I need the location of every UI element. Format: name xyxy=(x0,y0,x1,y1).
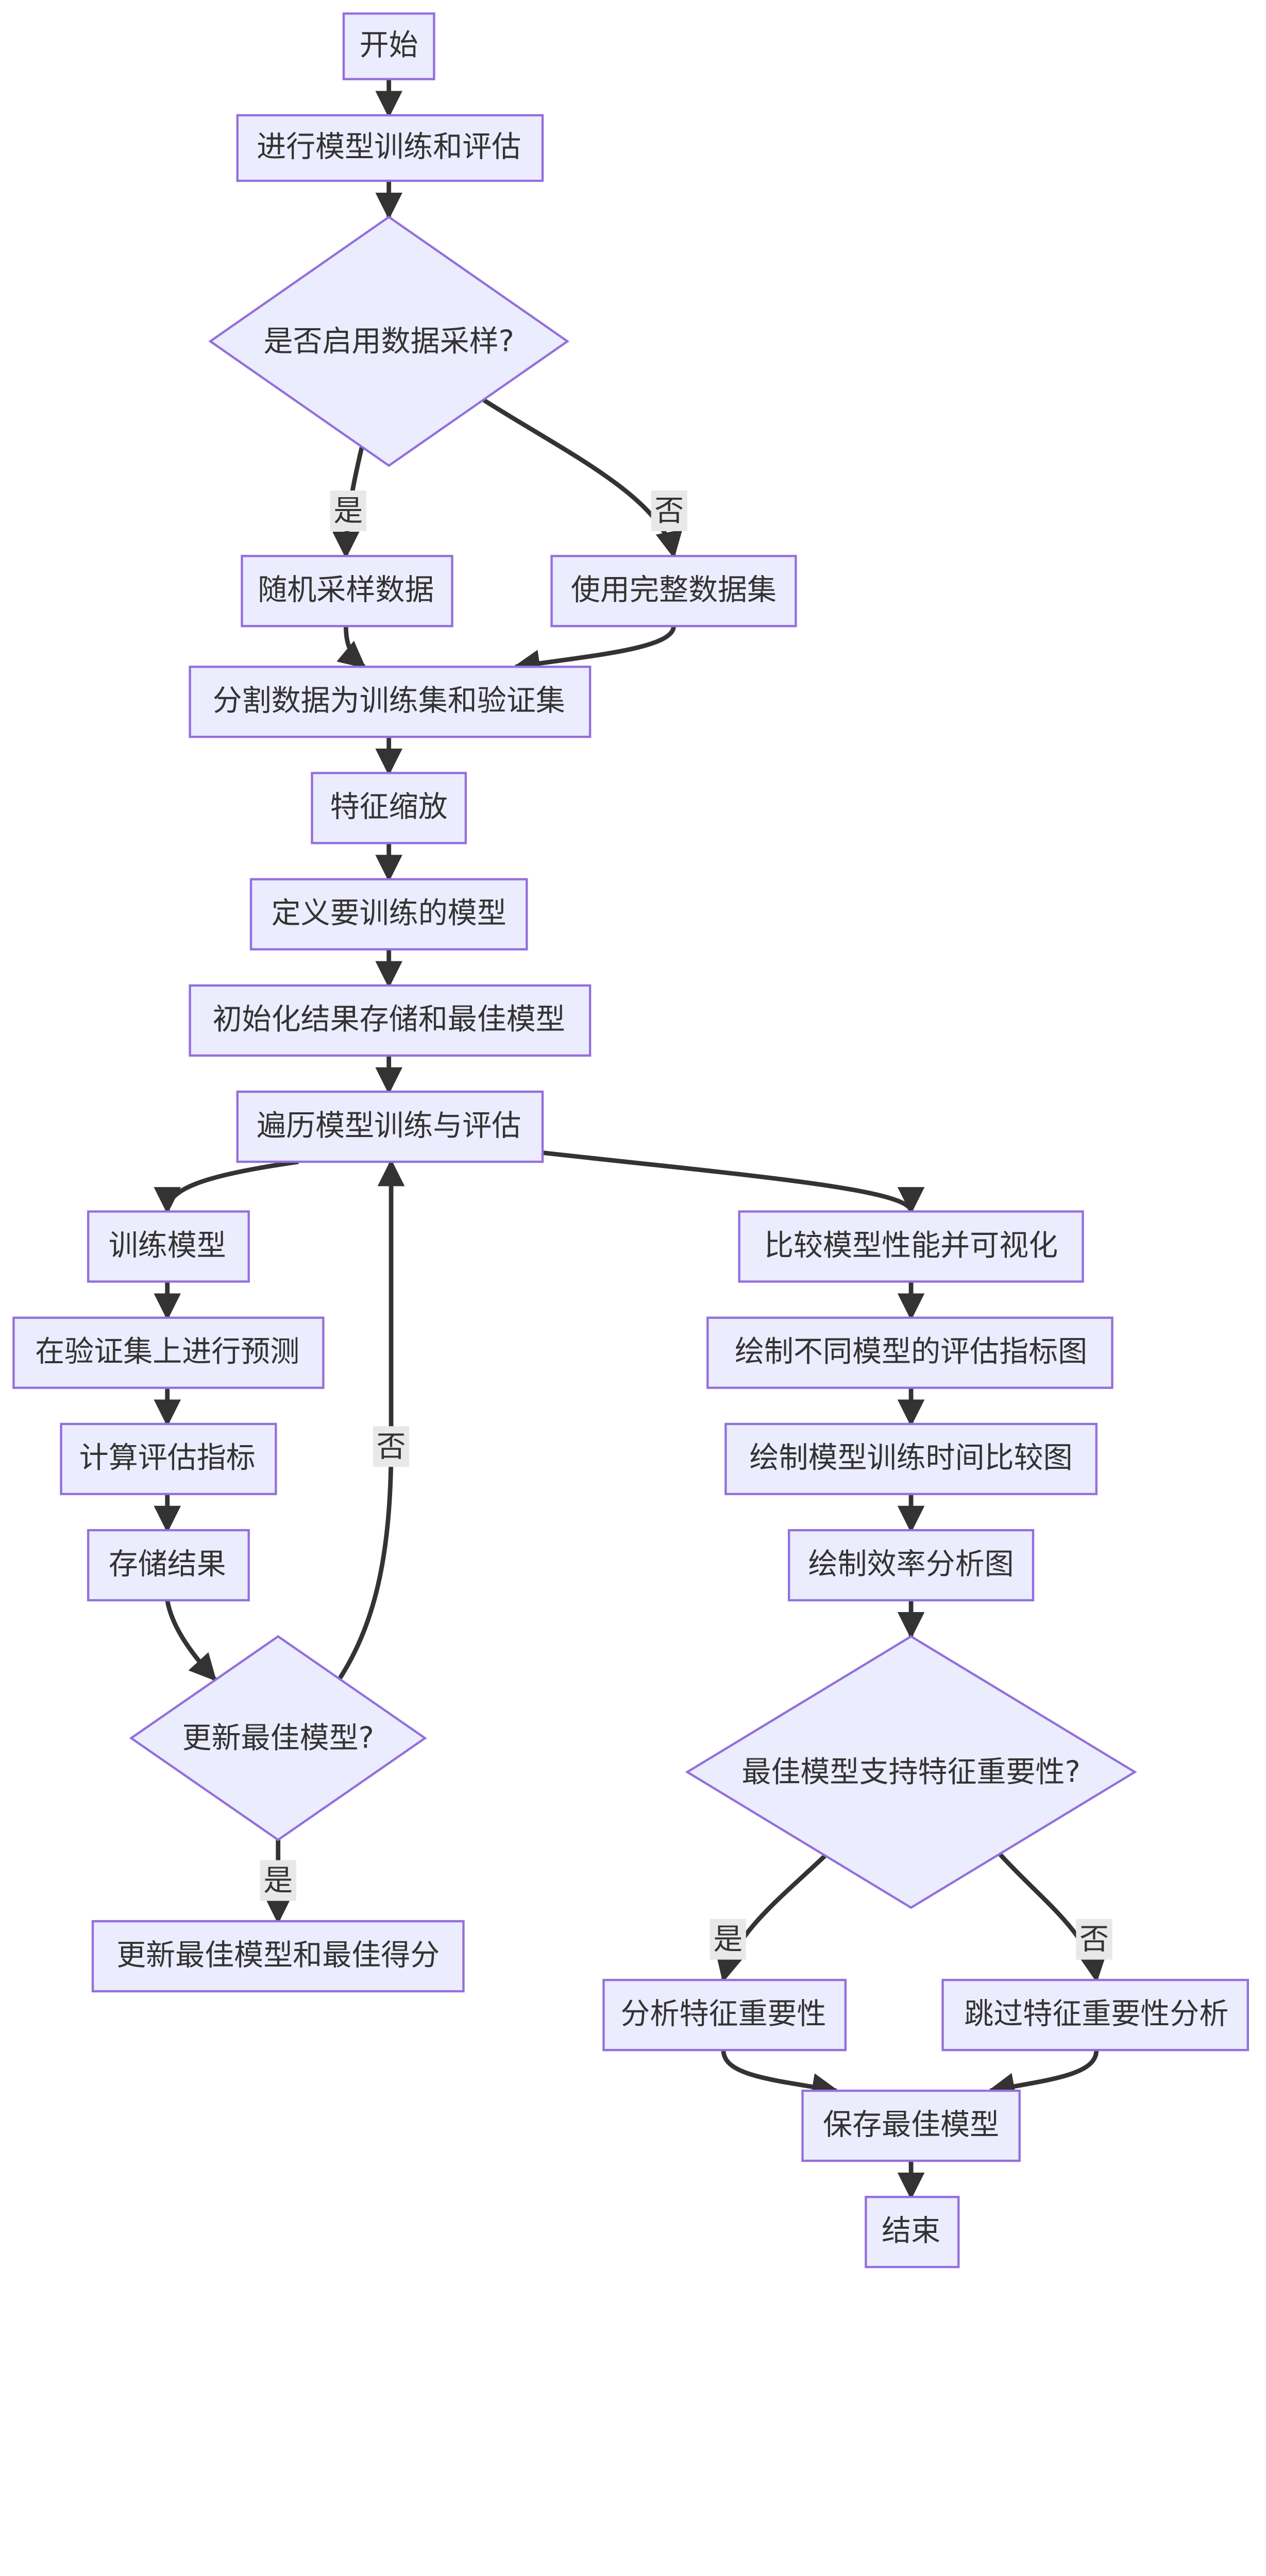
decision-sampling: 是否启用数据采样? xyxy=(208,215,570,467)
svg-text:分析特征重要性: 分析特征重要性 xyxy=(620,1997,826,2031)
node-update-best: 更新最佳模型和最佳得分 xyxy=(91,1920,465,1993)
node-train-model: 训练模型 xyxy=(87,1210,250,1283)
node-save: 保存最佳模型 xyxy=(801,2089,1021,2162)
svg-text:最佳模型支持特征重要性?: 最佳模型支持特征重要性? xyxy=(741,1755,1080,1789)
node-scaling: 特征缩放 xyxy=(311,772,467,844)
edge-sampling-no xyxy=(482,398,683,559)
svg-text:在验证集上进行预测: 在验证集上进行预测 xyxy=(35,1335,299,1369)
edge-skip-save xyxy=(987,2049,1099,2100)
svg-text:特征缩放: 特征缩放 xyxy=(330,790,448,824)
svg-text:是: 是 xyxy=(333,494,363,528)
svg-text:分割数据为训练集和验证集: 分割数据为训练集和验证集 xyxy=(213,684,565,718)
svg-text:结束: 结束 xyxy=(882,2214,940,2248)
edge-label-update-no: 否 xyxy=(373,1426,410,1467)
edge-store-update xyxy=(165,1600,217,1682)
node-loop: 遍历模型训练与评估 xyxy=(236,1090,544,1163)
svg-text:是否启用数据采样?: 是否启用数据采样? xyxy=(263,324,514,358)
node-split: 分割数据为训练集和验证集 xyxy=(189,666,592,738)
edge-loop-train xyxy=(154,1159,299,1214)
node-full-data: 使用完整数据集 xyxy=(550,555,797,628)
edge-update-no-loop xyxy=(337,1159,405,1681)
svg-text:跳过特征重要性分析: 跳过特征重要性分析 xyxy=(964,1997,1228,2031)
svg-text:否: 否 xyxy=(654,494,684,528)
node-skip-fi: 跳过特征重要性分析 xyxy=(941,1978,1249,2052)
node-plot-efficiency: 绘制效率分析图 xyxy=(788,1529,1035,1602)
node-start: 开始 xyxy=(342,12,435,80)
svg-text:否: 否 xyxy=(377,1430,406,1464)
svg-text:更新最佳模型和最佳得分: 更新最佳模型和最佳得分 xyxy=(116,1938,440,1972)
node-define-models: 定义要训练的模型 xyxy=(249,878,528,951)
svg-text:训练模型: 训练模型 xyxy=(109,1228,226,1262)
svg-text:计算评估指标: 计算评估指标 xyxy=(79,1441,256,1475)
node-store: 存储结果 xyxy=(87,1529,250,1602)
node-compare: 比较模型性能并可视化 xyxy=(738,1210,1084,1283)
edge-label-fi-no: 否 xyxy=(1076,1919,1112,1960)
decision-feature-importance: 最佳模型支持特征重要性? xyxy=(685,1635,1137,1909)
edge-label-sampling-no: 否 xyxy=(651,490,687,531)
node-random-sample: 随机采样数据 xyxy=(241,555,453,628)
svg-text:绘制不同模型的评估指标图: 绘制不同模型的评估指标图 xyxy=(735,1335,1087,1369)
edge-random-split xyxy=(336,626,366,669)
svg-text:是: 是 xyxy=(713,1922,742,1956)
node-metrics: 计算评估指标 xyxy=(60,1422,277,1496)
svg-text:更新最佳模型?: 更新最佳模型? xyxy=(182,1721,374,1755)
edge-fi-yes xyxy=(716,1854,827,1983)
node-end: 结束 xyxy=(865,2196,960,2268)
node-analyze-fi: 分析特征重要性 xyxy=(602,1978,847,2052)
edge-analyze-save xyxy=(721,2049,839,2100)
svg-text:定义要训练的模型: 定义要训练的模型 xyxy=(272,896,507,930)
svg-text:保存最佳模型: 保存最佳模型 xyxy=(823,2108,999,2142)
svg-text:遍历模型训练与评估: 遍历模型训练与评估 xyxy=(257,1109,521,1143)
svg-text:绘制效率分析图: 绘制效率分析图 xyxy=(808,1547,1014,1581)
edge-loop-compare xyxy=(542,1150,925,1214)
node-train-eval: 进行模型训练和评估 xyxy=(236,114,544,182)
svg-text:存储结果: 存储结果 xyxy=(109,1547,226,1581)
svg-text:否: 否 xyxy=(1079,1922,1109,1956)
edge-full-split xyxy=(513,625,676,677)
node-predict: 在验证集上进行预测 xyxy=(12,1316,325,1389)
node-plot-metrics: 绘制不同模型的评估指标图 xyxy=(706,1316,1113,1389)
edge-label-fi-yes: 是 xyxy=(710,1919,746,1960)
node-plot-time: 绘制模型训练时间比较图 xyxy=(724,1422,1098,1496)
svg-text:绘制模型训练时间比较图: 绘制模型训练时间比较图 xyxy=(750,1441,1073,1475)
svg-text:随机采样数据: 随机采样数据 xyxy=(258,573,434,607)
svg-text:进行模型训练和评估: 进行模型训练和评估 xyxy=(257,130,521,164)
decision-update: 更新最佳模型? xyxy=(129,1635,427,1841)
svg-text:比较模型性能并可视化: 比较模型性能并可视化 xyxy=(764,1228,1058,1262)
svg-text:初始化结果存储和最佳模型: 初始化结果存储和最佳模型 xyxy=(213,1003,565,1037)
svg-text:开始: 开始 xyxy=(360,28,418,62)
flowchart: 是 否 否 是 是 否 开始 进行模型训练和评估 是否启用数据采样? 随机采样数… xyxy=(12,12,1249,2268)
edge-label-sampling-yes: 是 xyxy=(330,490,366,531)
edge-label-update-yes: 是 xyxy=(260,1860,296,1901)
svg-text:使用完整数据集: 使用完整数据集 xyxy=(571,573,777,607)
node-init-results: 初始化结果存储和最佳模型 xyxy=(189,984,592,1057)
svg-text:是: 是 xyxy=(263,1863,293,1897)
edge-fi-no xyxy=(997,1852,1107,1983)
